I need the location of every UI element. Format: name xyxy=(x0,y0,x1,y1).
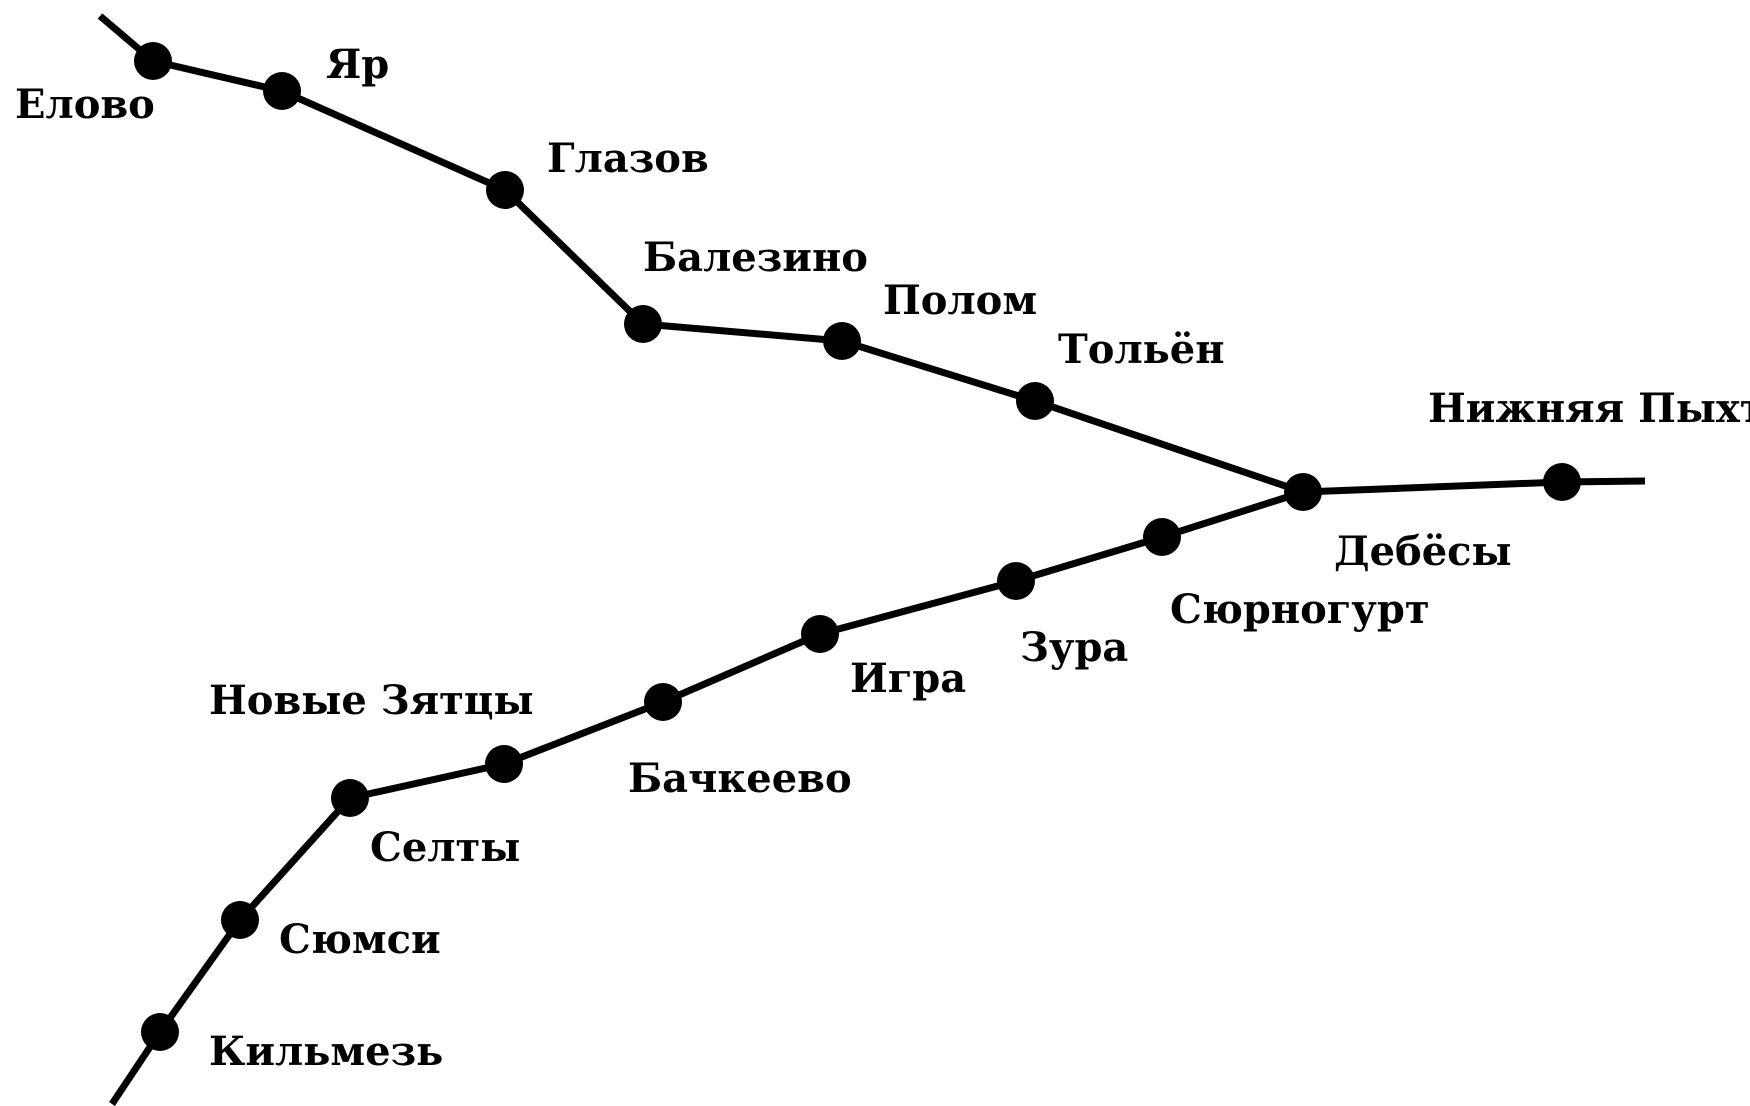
railway-line-south xyxy=(109,488,1305,1106)
station-dot-selty[interactable] xyxy=(331,779,369,817)
station-label-polom: Полом xyxy=(883,277,1037,324)
station-dot-syurnogurt[interactable] xyxy=(1143,518,1181,556)
station-label-kilmez: Кильмезь xyxy=(209,1028,443,1075)
station-label-tolyon: Тольён xyxy=(1058,326,1225,373)
station-label-selty: Селты xyxy=(370,824,520,871)
station-label-zura: Зура xyxy=(1020,624,1128,671)
station-label-bachkeevo: Бачкеево xyxy=(628,755,852,802)
station-dot-tolyon[interactable] xyxy=(1016,382,1054,420)
station-label-nizhnyaya-pykhta: Нижняя Пыхта xyxy=(1428,385,1750,432)
station-label-balezino: Балезино xyxy=(643,234,868,281)
station-label-syurnogurt: Сюрногурт xyxy=(1170,586,1430,633)
station-label-elovo: Елово xyxy=(15,81,155,128)
station-label-debesy: Дебёсы xyxy=(1334,528,1512,575)
station-dot-polom[interactable] xyxy=(823,322,861,360)
railway-line-north xyxy=(97,13,1305,496)
station-dot-zura[interactable] xyxy=(997,562,1035,600)
station-dot-bachkeevo[interactable] xyxy=(644,683,682,721)
station-dot-novye-zyattsy[interactable] xyxy=(485,745,523,783)
station-dot-igra[interactable] xyxy=(801,615,839,653)
station-dot-balezino[interactable] xyxy=(624,305,662,343)
station-label-glazov: Глазов xyxy=(547,135,709,182)
railway-line-east xyxy=(1302,477,1646,496)
station-dot-elovo[interactable] xyxy=(134,42,172,80)
station-label-novye-zyattsy: Новые Зятцы xyxy=(209,677,534,724)
station-label-yar: Яр xyxy=(326,41,389,88)
station-dot-kilmez[interactable] xyxy=(141,1013,179,1051)
station-dot-yar[interactable] xyxy=(263,72,301,110)
station-dot-glazov[interactable] xyxy=(486,171,524,209)
station-label-igra: Игра xyxy=(850,655,966,702)
station-dot-syumsi[interactable] xyxy=(221,901,259,939)
station-dot-nizhnyaya-pykhta[interactable] xyxy=(1543,463,1581,501)
station-label-syumsi: Сюмси xyxy=(279,916,441,963)
station-dot-debesy[interactable] xyxy=(1284,473,1322,511)
